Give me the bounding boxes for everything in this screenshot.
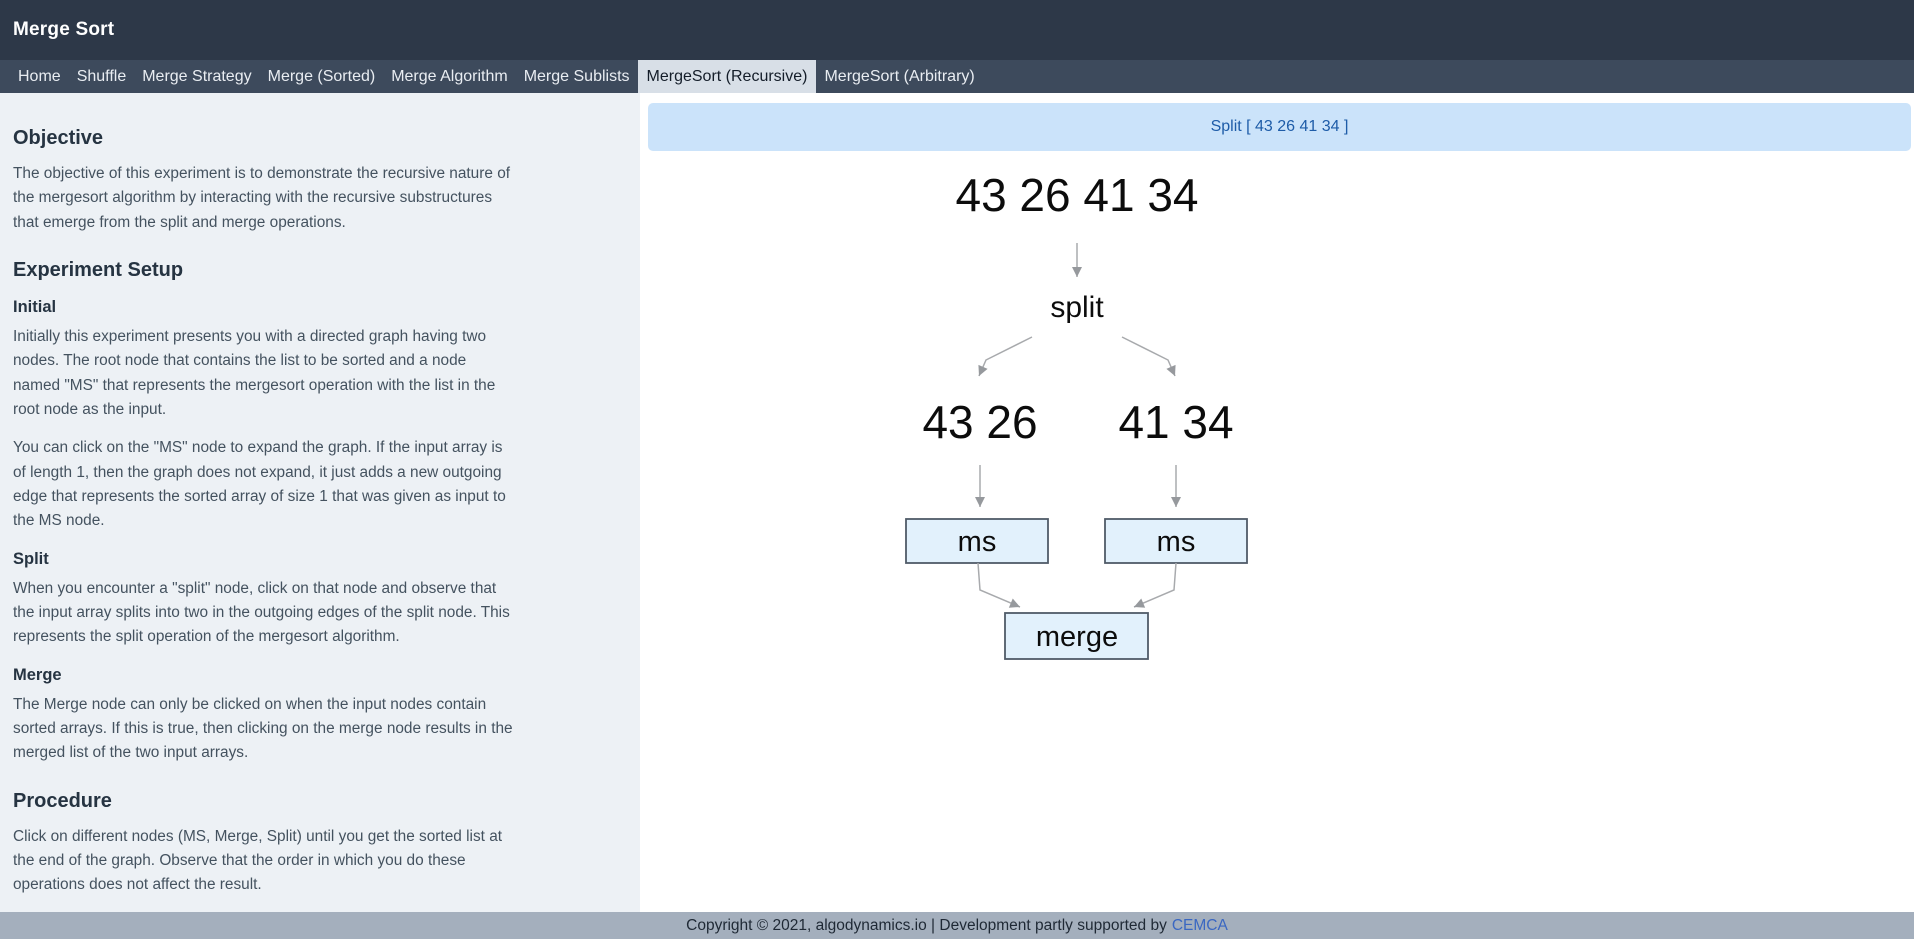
procedure-paragraph: Click on different nodes (MS, Merge, Spl… (13, 827, 503, 894)
ms-node-right[interactable]: ms (1104, 518, 1248, 564)
split-heading: Split (13, 549, 49, 568)
initial-paragraph-2: You can click on the "MS" node to expand… (13, 439, 506, 530)
tab-shuffle[interactable]: Shuffle (76, 67, 127, 85)
initial-heading: Initial (13, 297, 57, 316)
experiment-canvas: Split [ 43 26 41 34 ] 43 26 41 34 split … (640, 93, 1914, 912)
merge-node[interactable]: merge (1004, 612, 1149, 660)
status-text: Split [ 43 26 41 34 ] (1210, 118, 1349, 135)
tab-mergesort-recursive[interactable]: MergeSort (Recursive) (637, 60, 817, 93)
ms-node-right-box (1104, 518, 1248, 564)
merge-node-box (1004, 612, 1149, 660)
edge-msright-to-merge (1133, 562, 1177, 608)
split-paragraph: When you encounter a "split" node, click… (13, 579, 510, 646)
app-header: Merge Sort (0, 0, 1914, 60)
procedure-heading: Procedure (13, 789, 112, 812)
tab-merge-strategy[interactable]: Merge Strategy (142, 67, 252, 85)
objective-paragraph: The objective of this experiment is to d… (13, 165, 511, 231)
cemca-link[interactable]: CEMCA (1171, 916, 1228, 934)
tab-merge-algorithm[interactable]: Merge Algorithm (391, 67, 508, 85)
ms-node-left-box (905, 518, 1049, 564)
ms-node-right-label: ms (1157, 526, 1196, 558)
tab-home[interactable]: Home (18, 67, 61, 85)
merge-node-label: merge (1036, 621, 1118, 653)
tab-merge-sorted[interactable]: Merge (Sorted) (267, 67, 376, 85)
footer-bar: Copyright © 2021, algodynamics.io | Deve… (0, 912, 1914, 939)
right-array-node: 41 34 (1118, 396, 1233, 448)
edge-split-to-right (1121, 336, 1176, 377)
edge-msleft-to-merge (977, 562, 1021, 608)
ms-node-left-label: ms (958, 526, 997, 558)
objective-heading: Objective (13, 127, 104, 149)
experiment-setup-heading: Experiment Setup (13, 258, 184, 281)
merge-paragraph: The Merge node can only be clicked on wh… (13, 695, 513, 762)
root-array-node: 43 26 41 34 (955, 169, 1198, 221)
split-node[interactable]: split (1050, 291, 1104, 324)
mergesort-graph: 43 26 41 34 split 43 26 41 34 ms ms (905, 169, 1248, 660)
content-area: Objective The objective of this experime… (0, 93, 1914, 912)
page-title: Merge Sort (13, 19, 115, 40)
initial-paragraph-1: Initially this experiment presents you w… (13, 327, 496, 418)
nav-tabbar: Home Shuffle Merge Strategy Merge (Sorte… (0, 60, 1914, 93)
instructions-sidebar: Objective The objective of this experime… (0, 93, 640, 912)
left-array-node: 43 26 (922, 396, 1037, 448)
copyright-text: Copyright © 2021, algodynamics.io | Deve… (686, 916, 1167, 934)
merge-heading: Merge (13, 665, 62, 684)
status-banner: Split [ 43 26 41 34 ] (648, 103, 1911, 151)
ms-node-left[interactable]: ms (905, 518, 1049, 564)
tab-merge-sublists[interactable]: Merge Sublists (523, 67, 630, 85)
tab-mergesort-arbitrary[interactable]: MergeSort (Arbitrary) (824, 67, 975, 85)
edge-split-to-left (978, 336, 1033, 377)
